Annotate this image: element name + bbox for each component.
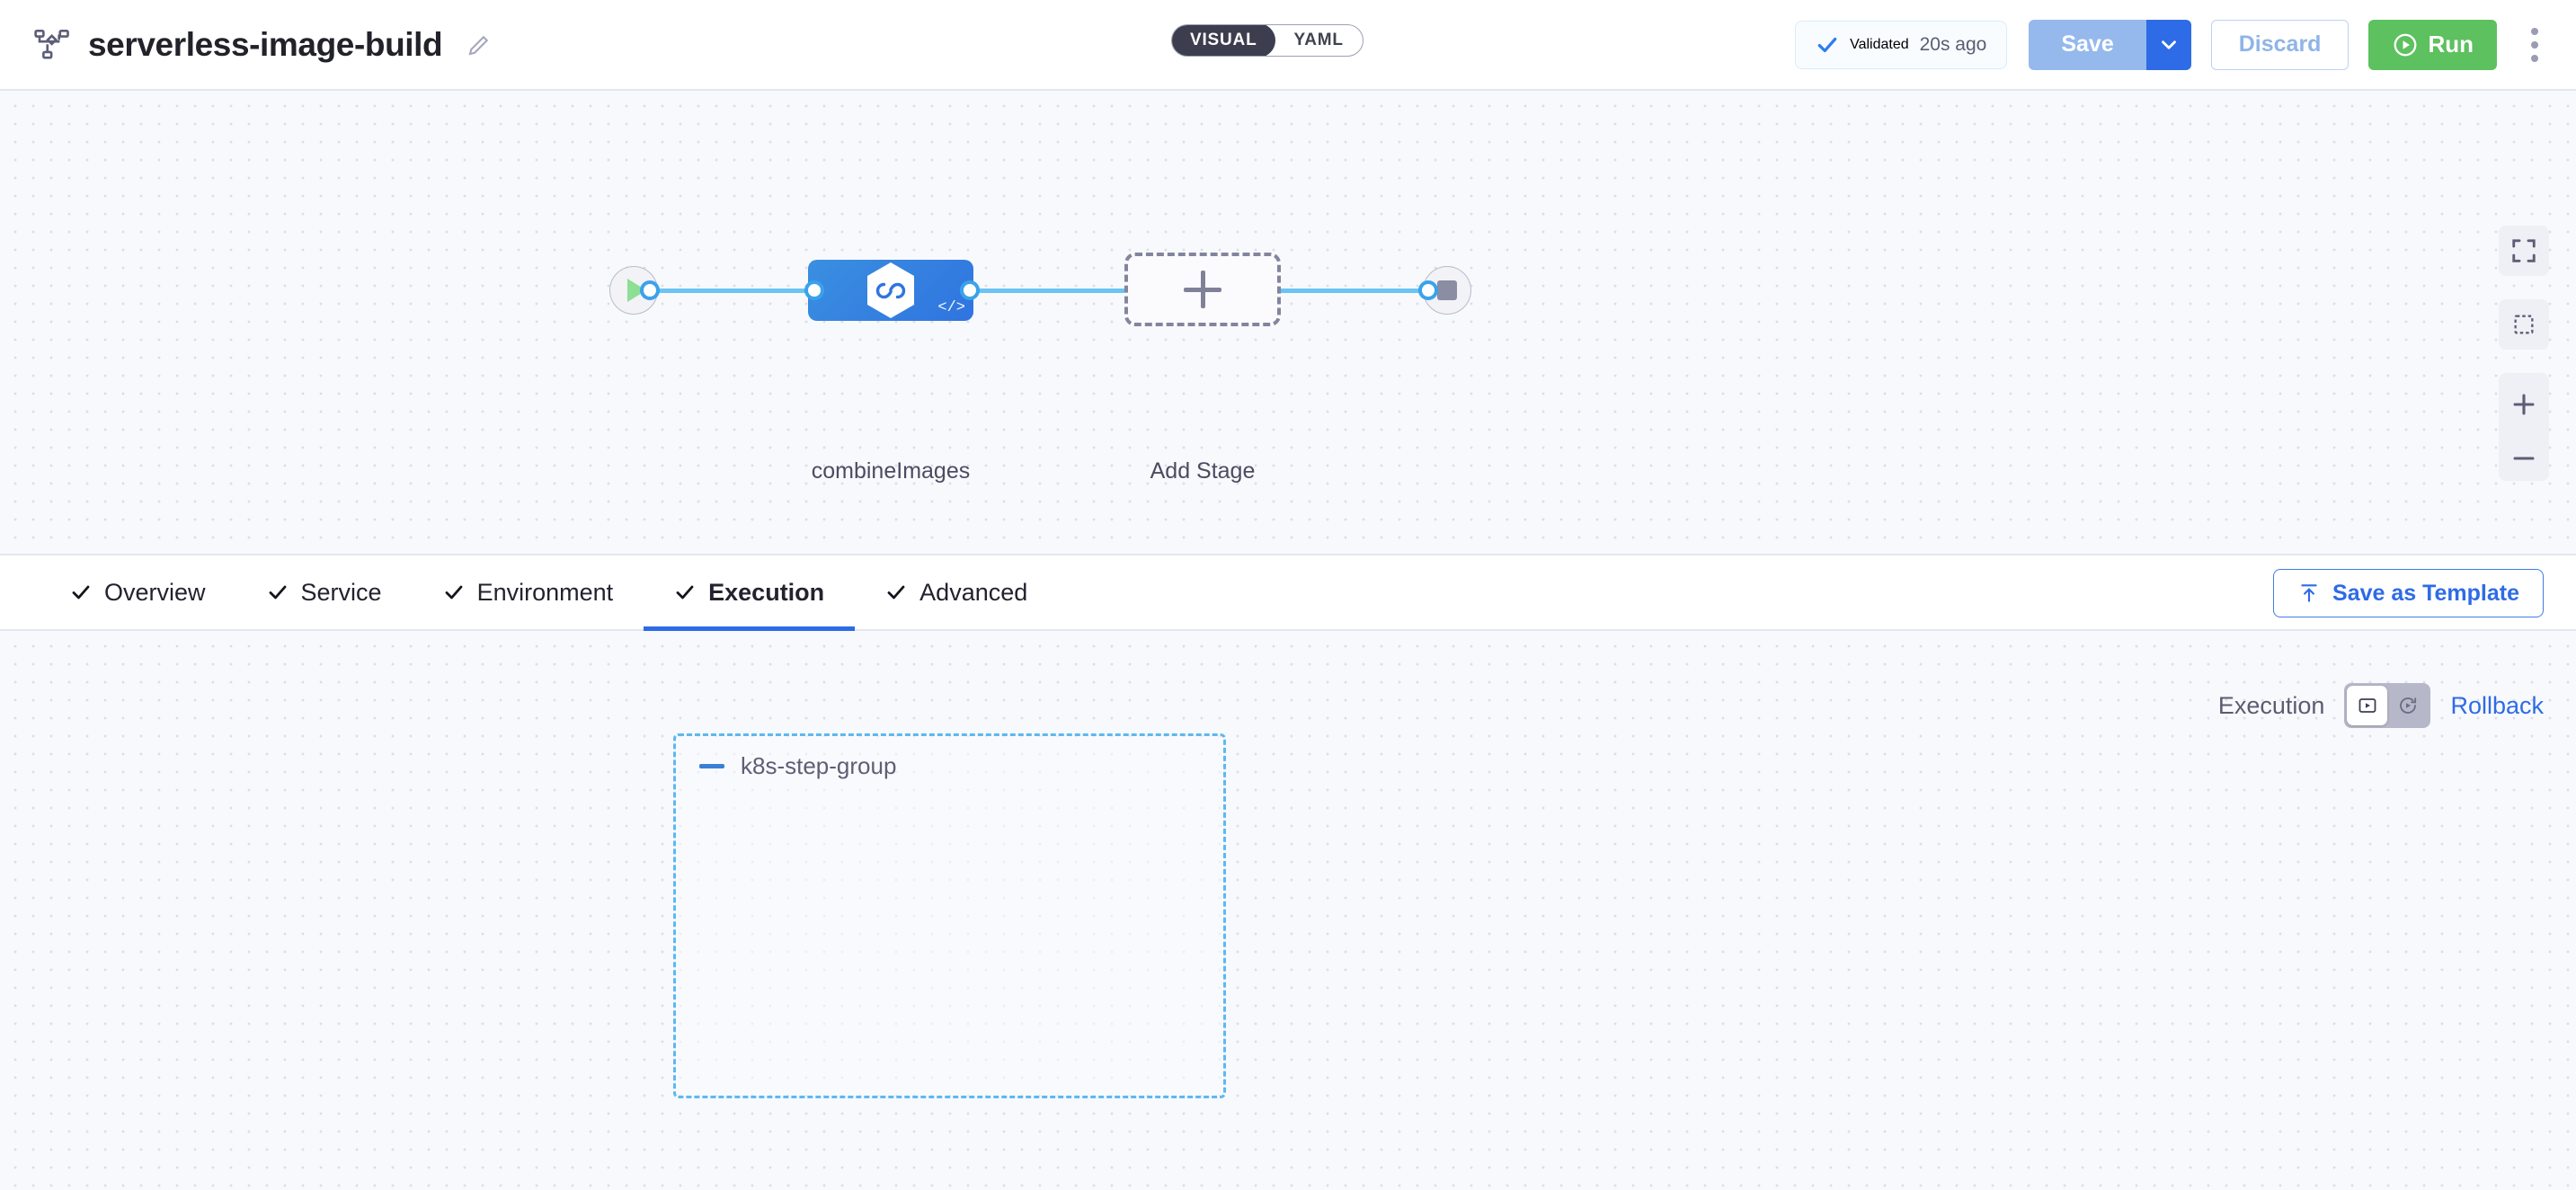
port-stage-out[interactable]	[960, 280, 980, 300]
page-title: serverless-image-build	[88, 25, 443, 63]
check-icon	[676, 585, 694, 599]
step-group-title: k8s-step-group	[741, 752, 897, 779]
check-icon	[1817, 37, 1837, 52]
tab-advanced[interactable]: Advanced	[855, 555, 1058, 630]
validation-timestamp: 20s ago	[1919, 33, 1987, 55]
tab-execution[interactable]: Execution	[644, 555, 856, 632]
minus-collapse-icon[interactable]	[699, 764, 724, 768]
execution-mode-label: Execution	[2217, 691, 2325, 719]
port-start-out[interactable]	[640, 280, 660, 300]
run-label: Run	[2428, 31, 2474, 58]
rollback-link[interactable]: Rollback	[2450, 691, 2544, 719]
tab-overview[interactable]: Overview	[40, 555, 236, 630]
save-dropdown-button[interactable]	[2145, 19, 2191, 70]
header-left: serverless-image-build	[32, 26, 493, 64]
tab-label: Environment	[476, 578, 614, 606]
tab-label: Advanced	[919, 578, 1028, 606]
tab-label: Service	[300, 578, 382, 606]
tab-service[interactable]: Service	[236, 555, 413, 630]
validation-status-text: Validated	[1850, 36, 1909, 52]
pipeline-end-node[interactable]	[1423, 266, 1471, 315]
check-icon	[269, 585, 286, 599]
pipeline-graph-icon	[34, 29, 69, 58]
save-as-template-label: Save as Template	[2332, 580, 2519, 606]
add-stage-button[interactable]	[1124, 253, 1281, 326]
status-badge: Validated 20s ago	[1795, 20, 2008, 69]
edge-stage-to-addstage	[969, 289, 1126, 293]
fit-screen-icon	[2512, 239, 2536, 262]
execution-canvas[interactable]: Execution Rollback	[0, 631, 2576, 1190]
stage-node-combineimages[interactable]: </>	[808, 260, 973, 321]
marquee-select-button[interactable]	[2499, 299, 2549, 350]
canvas-controls	[2499, 226, 2549, 481]
code-badge: </>	[937, 299, 965, 316]
zoom-in-button[interactable]	[2509, 389, 2539, 420]
app-header: serverless-image-build VISUAL YAML Valid…	[0, 0, 2576, 91]
execution-rollback-switcher: Execution Rollback	[2218, 683, 2544, 728]
discard-button[interactable]: Discard	[2210, 19, 2349, 70]
check-icon	[887, 585, 905, 599]
tab-yaml[interactable]: YAML	[1293, 31, 1344, 49]
execution-play-box-icon	[2358, 698, 2376, 713]
fit-to-screen-button[interactable]	[2499, 226, 2549, 276]
add-stage-label: Add Stage	[1150, 458, 1256, 484]
run-button[interactable]: Run	[2368, 19, 2497, 70]
header-actions: Validated 20s ago Save Discard Run	[1795, 0, 2576, 89]
zoom-controls	[2499, 373, 2549, 481]
rollback-toggle-option[interactable]	[2387, 686, 2428, 725]
stop-icon	[1437, 280, 1457, 300]
step-group-k8s[interactable]: k8s-step-group	[673, 733, 1226, 1098]
port-stage-in[interactable]	[804, 280, 824, 300]
play-circle-icon	[2394, 33, 2417, 56]
stage-canvas[interactable]: </> combineImages Add Stage	[0, 91, 2576, 555]
kebab-menu-icon[interactable]	[2515, 18, 2554, 72]
check-icon	[445, 585, 462, 599]
visual-yaml-toggle[interactable]: VISUAL YAML	[1171, 24, 1364, 57]
execution-toggle-option[interactable]	[2347, 686, 2388, 725]
upload-template-icon	[2301, 584, 2317, 602]
save-button[interactable]: Save	[2029, 19, 2146, 70]
stage-label: combineImages	[811, 458, 971, 484]
pencil-edit-icon[interactable]	[466, 31, 493, 58]
rollback-rotate-icon	[2400, 697, 2417, 714]
save-as-template-button[interactable]: Save as Template	[2273, 569, 2544, 617]
step-group-header: k8s-step-group	[699, 752, 896, 780]
tab-label: Overview	[104, 578, 206, 606]
save-split-button[interactable]: Save	[2029, 19, 2191, 70]
tab-label: Execution	[708, 578, 825, 606]
edge-start-to-stage	[643, 289, 809, 293]
chevron-down-icon	[2161, 40, 2176, 49]
port-end-in[interactable]	[1418, 280, 1438, 300]
tab-visual[interactable]: VISUAL	[1171, 25, 1276, 56]
execution-rollback-toggle[interactable]	[2344, 683, 2431, 728]
zoom-out-button[interactable]	[2509, 451, 2539, 466]
harness-hexagon-icon	[867, 262, 914, 318]
tab-list: Overview Service Environment Execution	[40, 555, 1058, 632]
tab-environment[interactable]: Environment	[413, 555, 644, 630]
edge-addstage-to-end	[1276, 289, 1425, 293]
dashed-square-icon	[2514, 315, 2534, 334]
mode-segmented-control[interactable]: VISUAL YAML	[1171, 24, 1364, 57]
stage-tabbar: Overview Service Environment Execution	[0, 555, 2576, 632]
check-icon	[72, 585, 90, 599]
